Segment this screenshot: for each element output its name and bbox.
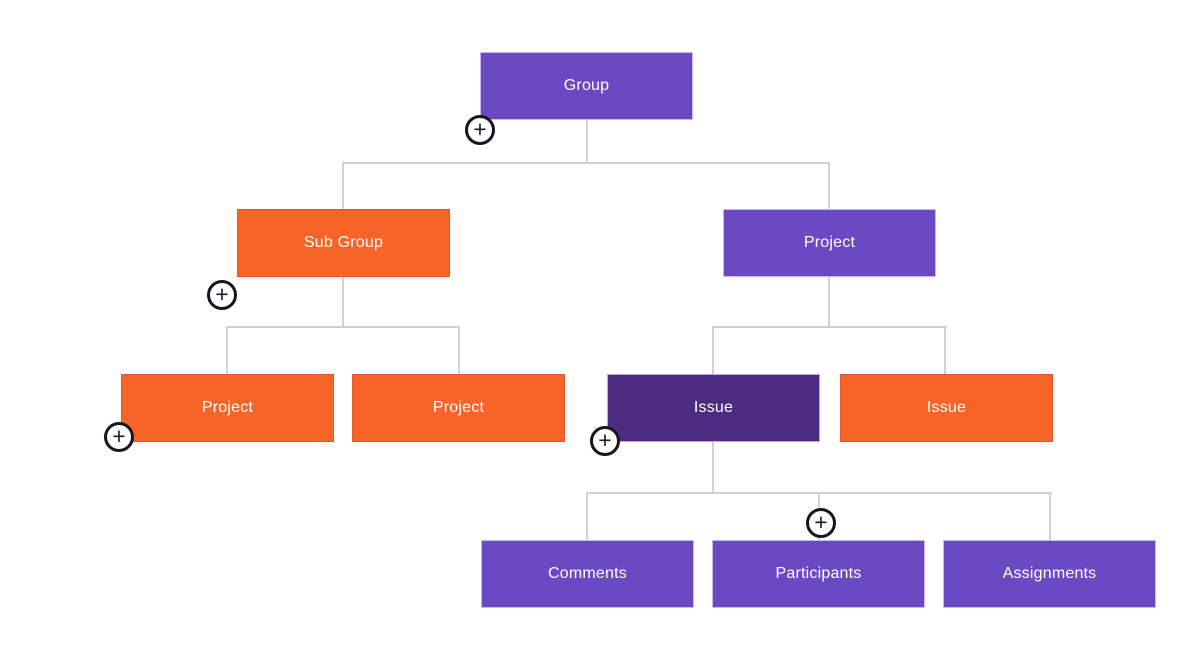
connector-segment: [712, 326, 947, 328]
node-label: Sub Group: [303, 234, 384, 251]
node-label: Group: [563, 77, 610, 94]
node-label: Project: [803, 234, 856, 251]
node-comments[interactable]: Comments: [481, 540, 694, 608]
connector-segment: [712, 326, 714, 374]
plus-icon: +: [473, 115, 487, 142]
node-issue[interactable]: Issue: [840, 374, 1053, 442]
node-label: Assignments: [1002, 565, 1097, 582]
connector-segment: [342, 162, 344, 209]
connector-segment: [226, 326, 460, 328]
connector-segment: [342, 162, 830, 164]
connector-segment: [342, 277, 344, 326]
node-sub-group[interactable]: Sub Group: [237, 209, 450, 277]
connector-segment: [226, 326, 228, 374]
add-button-issue[interactable]: +: [590, 426, 620, 456]
node-group[interactable]: Group: [480, 52, 693, 120]
node-label: Issue: [693, 399, 734, 416]
plus-icon: +: [814, 508, 828, 535]
connector-segment: [944, 326, 946, 374]
add-button-sub-group[interactable]: +: [207, 280, 237, 310]
node-participants[interactable]: Participants: [712, 540, 925, 608]
node-label: Project: [201, 399, 254, 416]
connector-segment: [458, 326, 460, 374]
connector-segment: [1049, 492, 1051, 540]
connector-segment: [586, 120, 588, 162]
connector-segment: [712, 442, 714, 492]
node-assignments[interactable]: Assignments: [943, 540, 1156, 608]
plus-icon: +: [112, 422, 126, 449]
node-label: Comments: [548, 565, 627, 582]
node-label: Project: [432, 399, 485, 416]
node-issue-selected[interactable]: Issue: [607, 374, 820, 442]
connector-segment: [586, 492, 588, 540]
node-project-top[interactable]: Project: [723, 209, 936, 277]
add-button-project-left[interactable]: +: [104, 422, 134, 452]
node-project-right[interactable]: Project: [352, 374, 565, 442]
add-button-participants[interactable]: +: [806, 508, 836, 538]
node-project-left[interactable]: Project: [121, 374, 334, 442]
connector-segment: [828, 162, 830, 209]
plus-icon: +: [598, 426, 612, 453]
add-button-group[interactable]: +: [465, 115, 495, 145]
plus-icon: +: [215, 280, 229, 307]
node-label: Issue: [926, 399, 967, 416]
node-label: Participants: [775, 565, 862, 582]
connector-segment: [828, 277, 830, 326]
